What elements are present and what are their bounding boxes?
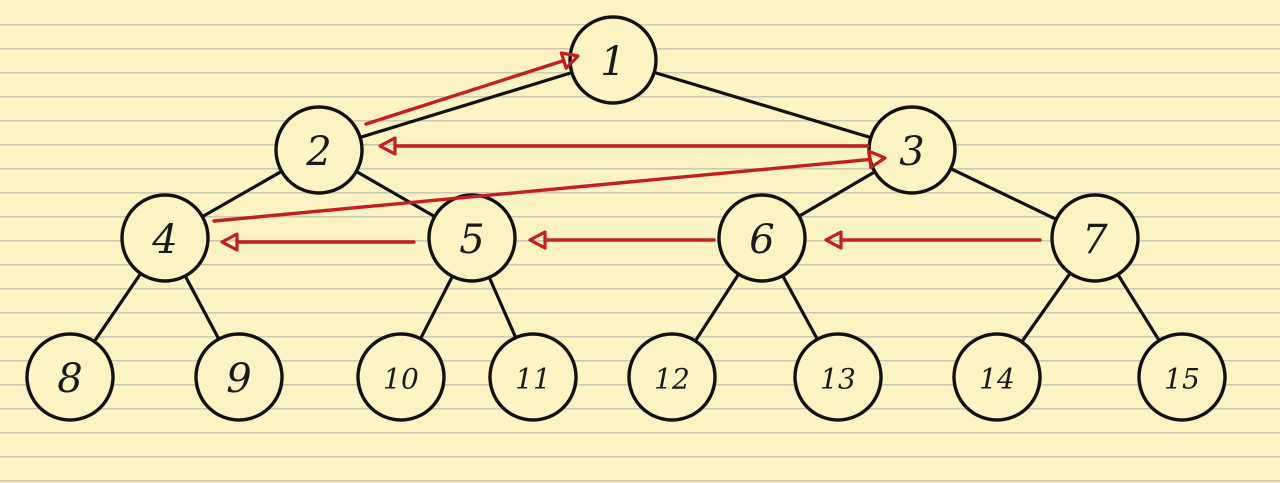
node-label: 11 <box>515 363 551 396</box>
node-label: 9 <box>226 356 251 402</box>
node-circle <box>627 332 717 422</box>
traversal-arrow-7-to-6 <box>824 230 1042 250</box>
node-label: 2 <box>305 129 331 175</box>
tree-node-2: 2 <box>274 105 364 195</box>
node-label: 10 <box>383 363 419 396</box>
tree-node-5: 5 <box>427 193 517 283</box>
arrow-head <box>378 136 397 156</box>
arrow-head <box>220 232 239 252</box>
node-circle <box>194 332 284 422</box>
tree-node-12: 12 <box>627 332 717 422</box>
tree-node-15: 15 <box>1137 332 1227 422</box>
node-circle <box>120 193 210 283</box>
node-circle <box>793 332 883 422</box>
node-circle <box>274 105 364 195</box>
arrow-head <box>528 230 547 250</box>
node-circle <box>488 332 578 422</box>
node-circle <box>427 193 517 283</box>
tree-node-14: 14 <box>952 332 1042 422</box>
arrow-head <box>824 230 843 250</box>
traversal-arrow-2-to-1 <box>364 51 580 126</box>
node-label: 12 <box>654 363 690 396</box>
node-label: 13 <box>820 363 856 396</box>
node-label: 8 <box>57 356 82 402</box>
node-label: 4 <box>151 217 177 263</box>
node-circle <box>952 332 1042 422</box>
tree-edge-1-3 <box>611 58 914 152</box>
node-label: 6 <box>749 217 774 263</box>
node-circle <box>25 332 115 422</box>
traversal-arrows <box>212 51 1042 252</box>
arrow-shaft <box>364 58 566 126</box>
tree-node-8: 8 <box>25 332 115 422</box>
node-label: 3 <box>899 129 924 175</box>
tree-node-6: 6 <box>717 193 807 283</box>
node-circle <box>356 332 446 422</box>
traversal-arrow-4-to-3 <box>212 149 887 223</box>
tree-node-1: 1 <box>568 15 658 105</box>
node-circle <box>1050 193 1140 283</box>
node-circle <box>717 193 807 283</box>
tree-node-4: 4 <box>120 193 210 283</box>
arrow-head <box>867 149 887 169</box>
traversal-arrow-5-to-4 <box>220 232 416 252</box>
node-label: 5 <box>459 217 484 263</box>
arrow-head <box>559 51 580 70</box>
node-label: 15 <box>1164 363 1200 396</box>
tree-node-13: 13 <box>793 332 883 422</box>
tree-node-7: 7 <box>1050 193 1140 283</box>
traversal-arrow-6-to-5 <box>528 230 716 250</box>
arrow-shaft <box>212 157 872 223</box>
tree-node-11: 11 <box>488 332 578 422</box>
traversal-arrow-3-to-2 <box>378 136 870 156</box>
tree-node-10: 10 <box>356 332 446 422</box>
tree-edge-1-2 <box>317 58 615 152</box>
node-label: 7 <box>1082 217 1108 263</box>
node-circle <box>1137 332 1227 422</box>
node-circle <box>568 15 658 105</box>
node-label: 14 <box>979 363 1015 396</box>
tree-node-3: 3 <box>867 105 957 195</box>
node-label: 1 <box>600 39 625 85</box>
tree-node-9: 9 <box>194 332 284 422</box>
